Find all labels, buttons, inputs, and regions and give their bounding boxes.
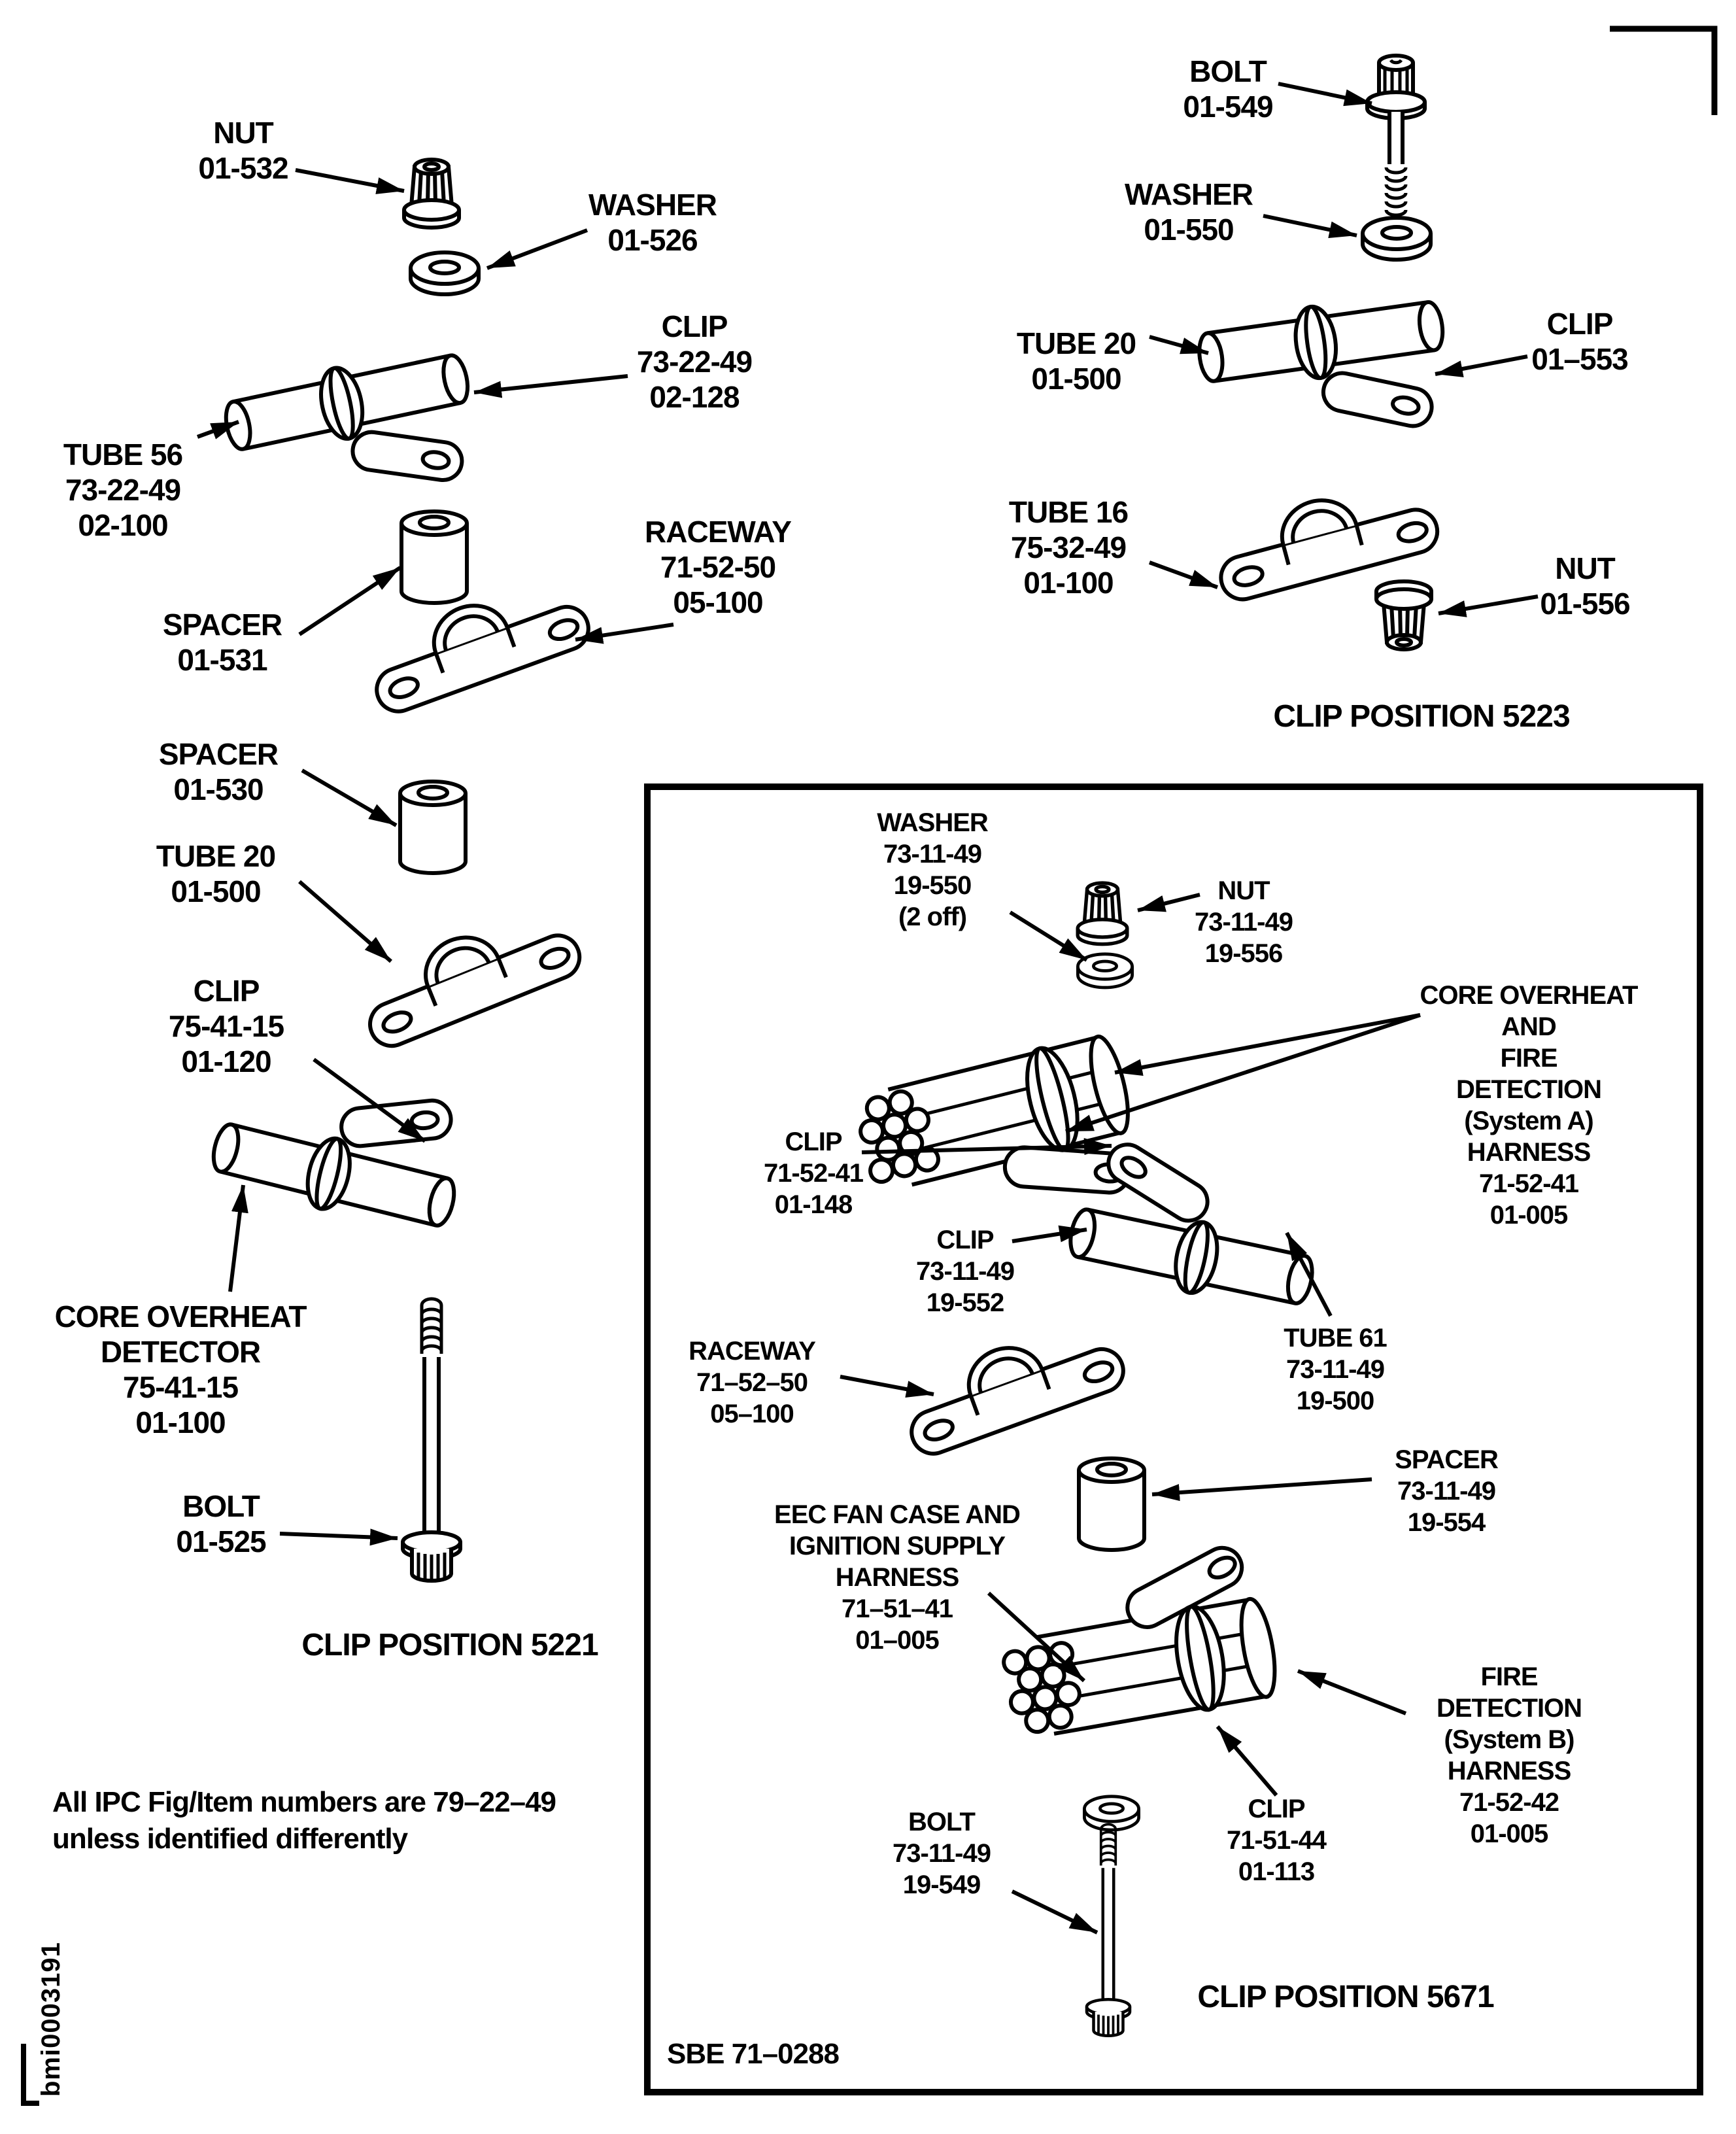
ipc-note: All IPC Fig/Item numbers are 79–22–49 un…	[52, 1786, 556, 1855]
corner-mark-bottom-left	[21, 2044, 39, 2106]
doc-id-vertical: bmi0003191	[37, 1942, 65, 2097]
leader-arrow-tube-20-right	[1149, 335, 1209, 355]
raceway-drawing-box	[894, 1311, 1129, 1460]
leader-arrow-washer-19-550	[1009, 910, 1088, 962]
label-core-overheat-a-harness: CORE OVERHEAT AND FIRE DETECTION (System…	[1420, 981, 1639, 1230]
label-clip-75-41-15: CLIP 75-41-15 01-120	[168, 974, 284, 1078]
raceway-drawing-71-52-50	[359, 569, 594, 717]
label-tube-20-right: TUBE 20 01-500	[1016, 326, 1136, 396]
corner-mark-top-right	[1610, 26, 1718, 115]
label-tube-61: TUBE 61 73-11-49 19-500	[1284, 1324, 1387, 1415]
label-clip-01-553: CLIP 01–553	[1531, 307, 1628, 376]
leader-arrow-tube-56	[196, 420, 240, 439]
leader-arrow-clip-75-41-15	[313, 1058, 426, 1143]
washer-drawing-01-550	[1363, 218, 1431, 260]
label-bolt-01-525: BOLT 01-525	[176, 1489, 266, 1558]
tube20-bracket-drawing	[351, 897, 586, 1052]
label-clip-19-552: CLIP 73-11-49 19-552	[916, 1226, 1015, 1317]
leader-arrow-raceway-left	[575, 623, 674, 644]
leader-arrow-spacer-01-531	[298, 566, 401, 636]
leader-arrow-clip-73-22-49	[473, 374, 628, 398]
leader-arrow-tube-16	[1148, 560, 1219, 589]
leader-arrow-harness-a-2	[1065, 1013, 1421, 1133]
spacer-drawing-01-531	[401, 511, 467, 603]
spacer-drawing-19-554	[1079, 1458, 1144, 1550]
label-raceway-left: RACEWAY 71-52-50 05-100	[645, 515, 792, 619]
leader-arrow-raceway-box	[840, 1375, 934, 1398]
leader-arrow-clip-01-148	[861, 1138, 1112, 1156]
caption-clip-position-5671: CLIP POSITION 5671	[1197, 1980, 1494, 2014]
nut-drawing-01-556	[1376, 581, 1431, 649]
leader-arrow-clip-01-553	[1435, 354, 1528, 377]
leader-arrow-tube-61	[1285, 1231, 1333, 1317]
label-spacer-01-531: SPACER 01-531	[162, 608, 282, 677]
leader-arrows	[196, 82, 1539, 1935]
leader-arrow-eec-harness	[987, 1591, 1086, 1683]
leader-arrow-spacer-01-530	[301, 768, 398, 827]
leader-arrow-bolt-01-549	[1278, 82, 1372, 107]
label-tube-16: TUBE 16 75-32-49 01-100	[1008, 495, 1129, 600]
bolt-drawing-01-525	[403, 1299, 460, 1581]
leader-arrow-nut-19-556	[1137, 893, 1200, 912]
bolt-drawing-01-549	[1367, 56, 1425, 226]
leader-arrow-clip-71-51-44	[1216, 1725, 1278, 1797]
label-tube-20-left: TUBE 20 01-500	[156, 839, 276, 908]
label-raceway-box: RACEWAY 71–52–50 05–100	[689, 1337, 816, 1428]
leader-arrow-harness-a-1	[1114, 1013, 1421, 1076]
label-eec-harness: EEC FAN CASE AND IGNITION SUPPLY HARNESS…	[774, 1500, 1021, 1655]
label-bolt-19-549: BOLT 73-11-49 19-549	[893, 1808, 991, 1899]
leader-arrow-spacer-19-554	[1151, 1477, 1372, 1502]
label-washer-01-526: WASHER 01-526	[588, 188, 717, 257]
leader-arrow-washer-01-550	[1263, 214, 1357, 239]
label-bolt-01-549: BOLT 01-549	[1183, 54, 1273, 124]
nut-drawing-01-532	[404, 160, 459, 228]
label-clip-73-22-49: CLIP 73-22-49 02-128	[636, 309, 753, 414]
nut-drawing-19-556	[1078, 883, 1127, 944]
clip-drawing-73-22-49	[220, 341, 488, 527]
harness-b-drawing	[990, 1537, 1282, 1744]
leader-arrow-nut-01-532	[295, 168, 405, 194]
spacer-drawing-01-530	[400, 782, 466, 873]
label-tube-56: TUBE 56 73-22-49 02-100	[63, 438, 183, 542]
label-nut-01-532: NUT 01-532	[198, 116, 288, 185]
caption-sbe-ref: SBE 71–0288	[667, 2038, 840, 2070]
leader-arrow-washer-01-526	[486, 228, 588, 270]
leader-arrow-core-overheat-detector	[228, 1184, 248, 1292]
label-core-overheat-detector: CORE OVERHEAT DETECTOR 75-41-15 01-100	[54, 1299, 307, 1439]
label-washer-19-550: WASHER 73-11-49 19-550 (2 off)	[877, 808, 989, 931]
tube20-clip-drawing-right	[1195, 289, 1456, 460]
leader-arrow-bolt-19-549	[1011, 1889, 1098, 1935]
label-spacer-19-554: SPACER 73-11-49 19-554	[1395, 1445, 1499, 1537]
label-spacer-01-530: SPACER 01-530	[158, 737, 279, 806]
washer-drawing-01-526	[411, 252, 479, 294]
detail-box-border	[644, 783, 1703, 2095]
caption-clip-position-5223: CLIP POSITION 5223	[1273, 699, 1570, 734]
leader-arrow-tube-20-left	[298, 880, 392, 963]
label-fire-detection-b: FIRE DETECTION (System B) HARNESS 71-52-…	[1436, 1662, 1582, 1848]
label-washer-01-550: WASHER 01-550	[1125, 177, 1253, 247]
leader-arrow-nut-01-556	[1438, 594, 1539, 617]
leader-arrow-fire-b	[1297, 1669, 1407, 1715]
label-clip-71-51-44: CLIP 71-51-44 01-113	[1226, 1795, 1327, 1886]
label-nut-01-556: NUT 01-556	[1540, 551, 1630, 621]
caption-clip-position-5221: CLIP POSITION 5221	[301, 1628, 598, 1662]
label-nut-19-556: NUT 73-11-49 19-556	[1195, 876, 1293, 968]
label-clip-01-148: CLIP 71-52-41 01-148	[763, 1127, 864, 1219]
leader-arrow-bolt-01-525	[279, 1528, 398, 1546]
leader-arrow-clip-19-552	[1012, 1225, 1087, 1243]
